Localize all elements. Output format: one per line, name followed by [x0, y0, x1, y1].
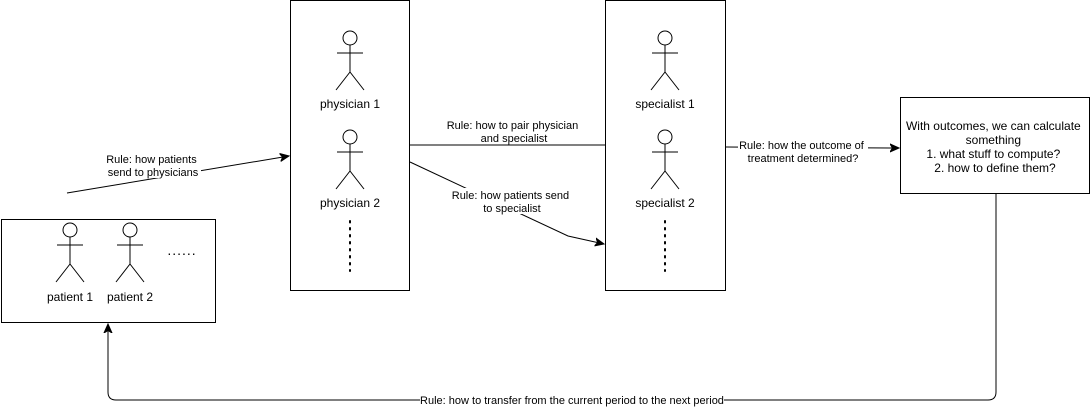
rule-patients-to-specialist-label: Rule: how patients send to specialist [450, 188, 575, 215]
svg-text:Rule: how the outcome of: Rule: how the outcome of treatment deter… [739, 140, 867, 165]
patient-1-label: patient 1 [47, 290, 93, 304]
patient-2-label: patient 2 [107, 290, 153, 304]
outcomes-text: With outcomes, we can calculate somethin… [906, 119, 1084, 175]
specialist-2-actor-icon [650, 129, 680, 190]
physician-2-actor-icon [335, 129, 365, 190]
specialist-1-actor-icon [650, 30, 680, 91]
rule-transfer-period-label: Rule: how to transfer from the current p… [420, 394, 724, 407]
patient-2-actor-icon [115, 222, 145, 283]
specialist-1-label: specialist 1 [635, 97, 695, 111]
rule-pair-physician-specialist-label: Rule: how to pair physician and speciali… [447, 120, 582, 145]
outcomes-line-3: 1. what stuff to compute? [926, 147, 1060, 161]
physician-1-label: physician 1 [320, 97, 380, 111]
specialist-2-label: specialist 2 [635, 196, 695, 210]
svg-text:Rule: how to transfer from the: Rule: how to transfer from the current p… [420, 395, 724, 407]
outcomes-box [900, 97, 1090, 194]
patients-box [1, 219, 216, 323]
outcomes-line-1: With outcomes, we can calculate [906, 119, 1081, 133]
svg-text:Rule: how patients send: Rule: how patients send to specialist [452, 190, 572, 215]
outcomes-line-4: 2. how to define them? [934, 161, 1056, 175]
patient-1-actor-icon [55, 222, 85, 283]
rule-outcome-of-treatment-label: Rule: how the outcome of treatment deter… [738, 139, 868, 165]
rule-patients-to-physicians-label: Rule: how patients send to physicians [106, 152, 201, 179]
outcomes-line-2: something [966, 133, 1021, 147]
edge-patients-to-specialist [409, 161, 604, 244]
physician-1-actor-icon [335, 30, 365, 91]
more-patients-ellipsis: ...... [167, 242, 196, 258]
svg-text:Rule: how patients send: Rule: how patients send to physicians [106, 154, 200, 179]
physician-2-label: physician 2 [320, 196, 380, 210]
edge-transfer-period [108, 194, 997, 401]
